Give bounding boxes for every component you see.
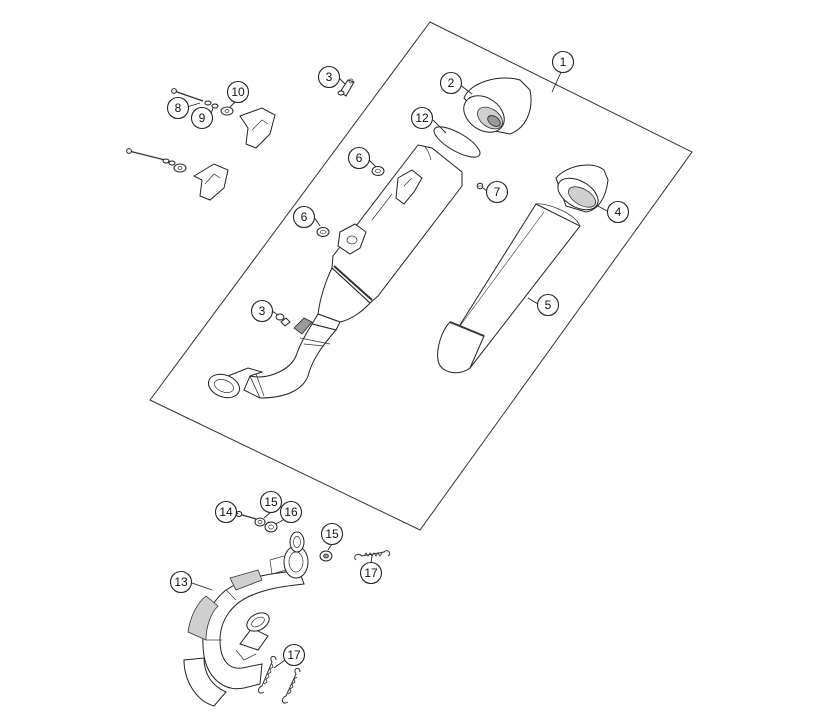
callout-5: 5 (536, 293, 560, 317)
callout-12: 12 (410, 106, 434, 130)
svg-text:3: 3 (259, 304, 266, 318)
svg-text:17: 17 (364, 566, 378, 580)
svg-text:1: 1 (560, 55, 567, 69)
svg-text:14: 14 (219, 505, 233, 519)
silencer-sleeve-5 (437, 203, 581, 374)
callout-4: 4 (606, 200, 630, 224)
svg-text:13: 13 (174, 575, 188, 589)
screw-7 (476, 182, 484, 190)
callout-10: 10 (226, 80, 250, 104)
callout-13: 13 (169, 570, 193, 594)
callout-6-lower: 6 (292, 205, 316, 229)
svg-text:15: 15 (264, 495, 278, 509)
end-cap-4 (555, 164, 609, 213)
callout-2: 2 (439, 71, 463, 95)
spring-17-lower-right (281, 667, 301, 704)
bracket-upper (171, 88, 276, 149)
svg-text:2: 2 (448, 76, 455, 90)
callout-17-upper: 17 (359, 561, 383, 585)
callout-9: 9 (190, 106, 214, 130)
fastener-3-lower (275, 313, 291, 327)
header-pipe-13 (183, 545, 309, 707)
svg-text:15: 15 (325, 527, 339, 541)
svg-text:9: 9 (199, 111, 206, 125)
end-cap-2 (463, 77, 532, 135)
spring-17-upper (354, 550, 391, 561)
rubber-washer-6-lower (316, 227, 330, 237)
svg-text:5: 5 (545, 298, 552, 312)
bolt-14 (235, 510, 257, 520)
silencer-main-assembly (208, 144, 463, 399)
callout-6-upper: 6 (347, 146, 371, 170)
svg-text:16: 16 (284, 505, 298, 519)
svg-text:10: 10 (231, 85, 245, 99)
spring-17-lower-left (257, 655, 277, 694)
svg-text:12: 12 (415, 111, 429, 125)
rubber-washer-6-upper (371, 166, 385, 176)
svg-text:6: 6 (356, 151, 363, 165)
callout-8: 8 (166, 96, 190, 120)
svg-text:3: 3 (326, 70, 333, 84)
callout-7: 7 (485, 180, 509, 204)
bracket-lower (126, 148, 229, 201)
flange-ring (289, 531, 305, 553)
washer-15-right (319, 550, 333, 562)
assembly-frame (149, 21, 693, 531)
nut-16 (264, 521, 278, 533)
callout-14: 14 (214, 500, 238, 524)
washer-15-left (254, 517, 266, 527)
svg-text:8: 8 (175, 101, 182, 115)
callout-1: 1 (551, 50, 575, 74)
svg-text:7: 7 (494, 185, 501, 199)
svg-text:4: 4 (615, 205, 622, 219)
callout-3-top: 3 (317, 65, 341, 89)
callout-15-right: 15 (320, 522, 344, 546)
callout-3-lower: 3 (250, 299, 274, 323)
fastener-3-top (337, 78, 355, 97)
callout-17-lower: 17 (282, 643, 306, 667)
svg-text:6: 6 (301, 210, 308, 224)
callout-16: 16 (279, 500, 303, 524)
callout-15-left: 15 (259, 490, 283, 514)
svg-text:17: 17 (287, 648, 301, 662)
sealing-ring-12 (433, 126, 481, 158)
